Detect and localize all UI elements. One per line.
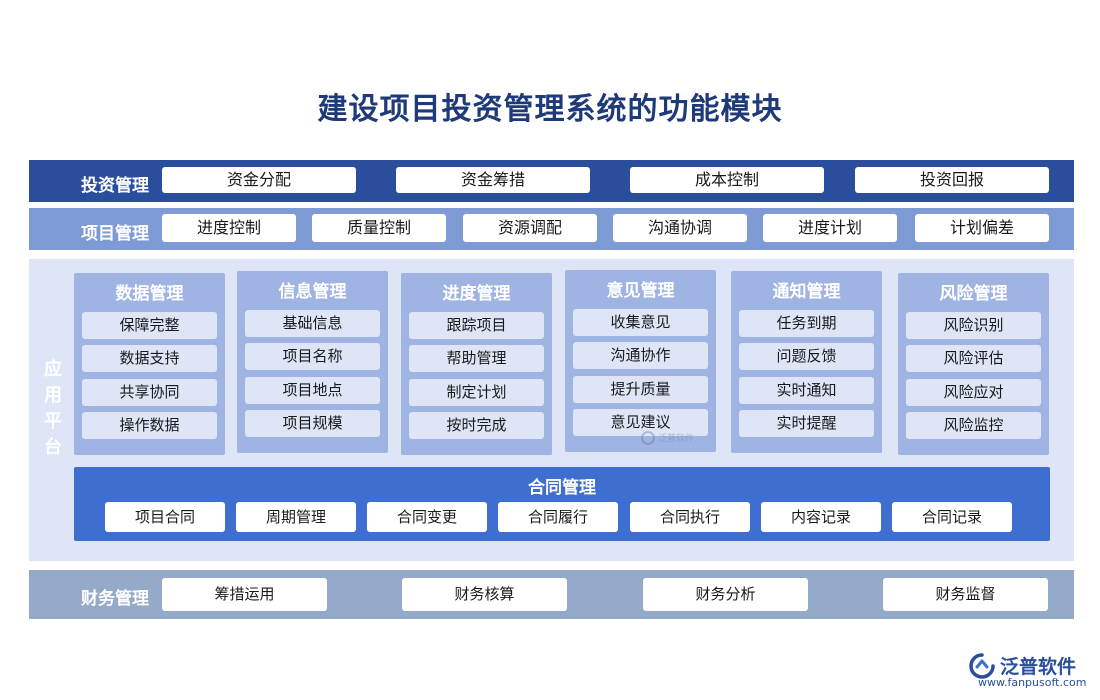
module-item: 风险识别 (906, 312, 1041, 339)
contract-item: 合同履行 (498, 502, 618, 532)
module-item: 项目名称 (245, 343, 380, 370)
contract-item: 周期管理 (236, 502, 356, 532)
brand-name: 泛普软件 (1000, 656, 1077, 678)
module-item: 风险应对 (906, 379, 1041, 406)
project-item: 沟通协调 (613, 214, 747, 242)
finance-item: 财务监督 (883, 578, 1048, 611)
investment-management-band: 投资管理 资金分配 资金筹措 成本控制 投资回报 (29, 160, 1074, 202)
module-item: 收集意见 (573, 309, 708, 336)
notification-management-module: 通知管理 任务到期 问题反馈 实时通知 实时提醒 (731, 271, 882, 453)
finance-item: 财务核算 (402, 578, 567, 611)
application-platform-label: 应用平台 (44, 359, 62, 458)
module-item: 共享协同 (82, 379, 217, 406)
module-item: 项目规模 (245, 410, 380, 437)
brand-logo: 泛普软件 www.fanpusoft.com (968, 650, 1093, 690)
investment-item: 资金筹措 (396, 167, 590, 193)
contract-item: 合同执行 (630, 502, 750, 532)
finance-management-label: 财务管理 (81, 589, 149, 609)
module-item: 实时提醒 (739, 410, 874, 437)
finance-management-band: 财务管理 筹措运用 财务核算 财务分析 财务监督 (29, 570, 1074, 619)
project-management-label: 项目管理 (81, 224, 149, 244)
investment-item: 成本控制 (630, 167, 824, 193)
module-item: 风险监控 (906, 412, 1041, 439)
module-item: 跟踪项目 (409, 312, 544, 339)
module-title: 信息管理 (278, 282, 347, 302)
investment-item: 资金分配 (162, 167, 356, 193)
module-title: 进度管理 (442, 284, 511, 304)
watermark-text: 泛普软件 (658, 434, 695, 444)
contract-item: 合同记录 (892, 502, 1012, 532)
brand-watermark: 泛普软件 (640, 428, 700, 452)
module-title: 数据管理 (115, 284, 184, 304)
investment-item: 投资回报 (855, 167, 1049, 193)
module-item: 意见建议 (573, 409, 708, 436)
module-title: 通知管理 (772, 282, 841, 302)
contract-management-module: 合同管理 项目合同 周期管理 合同变更 合同履行 合同执行 内容记录 合同记录 (74, 467, 1050, 541)
project-item: 进度计划 (763, 214, 897, 242)
data-management-module: 数据管理 保障完整 数据支持 共享协同 操作数据 (74, 273, 225, 455)
module-item: 任务到期 (739, 310, 874, 337)
brand-url: www.fanpusoft.com (978, 676, 1087, 689)
module-item: 制定计划 (409, 379, 544, 406)
contract-item: 项目合同 (105, 502, 225, 532)
module-title: 风险管理 (939, 284, 1008, 304)
contract-item: 内容记录 (761, 502, 881, 532)
finance-item: 财务分析 (643, 578, 808, 611)
module-item: 基础信息 (245, 310, 380, 337)
risk-management-module: 风险管理 风险识别 风险评估 风险应对 风险监控 (898, 273, 1049, 455)
brand-logo-icon (969, 653, 995, 679)
module-item: 保障完整 (82, 312, 217, 339)
contract-management-title: 合同管理 (528, 478, 596, 498)
project-item: 进度控制 (162, 214, 296, 242)
project-item: 质量控制 (312, 214, 446, 242)
page-title: 建设项目投资管理系统的功能模块 (317, 92, 783, 127)
project-management-band: 项目管理 进度控制 质量控制 资源调配 沟通协调 进度计划 计划偏差 (29, 208, 1074, 250)
module-item: 沟通协作 (573, 342, 708, 369)
investment-management-label: 投资管理 (81, 176, 149, 196)
finance-item: 筹措运用 (162, 578, 327, 611)
module-item: 风险评估 (906, 345, 1041, 372)
module-item: 帮助管理 (409, 345, 544, 372)
application-platform-band: 应用平台 数据管理 保障完整 数据支持 共享协同 操作数据 信息管理 基础信息 … (29, 259, 1074, 561)
opinion-management-module: 意见管理 收集意见 沟通协作 提升质量 意见建议 (565, 270, 716, 452)
contract-item: 合同变更 (367, 502, 487, 532)
project-item: 资源调配 (463, 214, 597, 242)
module-item: 操作数据 (82, 412, 217, 439)
module-item: 数据支持 (82, 345, 217, 372)
progress-management-module: 进度管理 跟踪项目 帮助管理 制定计划 按时完成 (401, 273, 552, 455)
module-item: 项目地点 (245, 377, 380, 404)
module-item: 提升质量 (573, 376, 708, 403)
module-title: 意见管理 (606, 281, 675, 301)
module-item: 按时完成 (409, 412, 544, 439)
project-item: 计划偏差 (915, 214, 1049, 242)
module-item: 实时通知 (739, 377, 874, 404)
brand-logo-icon (641, 431, 655, 445)
information-management-module: 信息管理 基础信息 项目名称 项目地点 项目规模 (237, 271, 388, 453)
module-item: 问题反馈 (739, 343, 874, 370)
